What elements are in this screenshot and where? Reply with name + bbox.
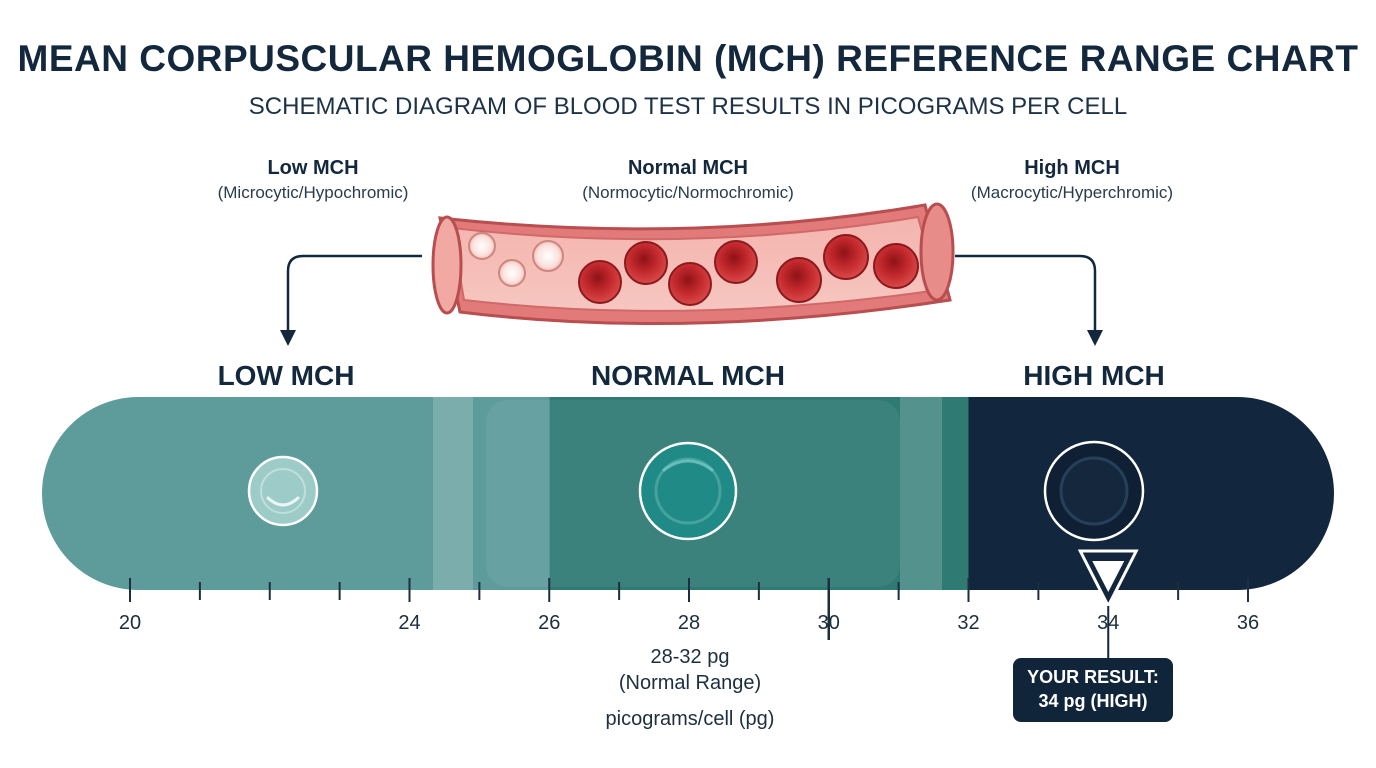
category-normal-name: Normal MCH [627,157,748,179]
tick-label: 34 [1097,612,1120,634]
category-low: Low MCH (Microcytic/Hypochromic) [143,157,483,203]
result-callout-value: 34 pg (HIGH) [1038,691,1148,711]
category-high-name: High MCH [1024,157,1120,179]
zone-normal-mch [549,397,969,590]
scale-ticks [129,578,1249,640]
result-pointer-inner [1092,561,1125,592]
result-callout: YOUR RESULT: 34 pg (HIGH) [1013,658,1173,722]
page-title: MEAN CORPUSCULAR HEMOGLOBIN (MCH) REFERE… [17,38,1359,79]
tick-label: 20 [118,612,142,634]
category-high-desc: (Macrocytic/Hyperchromic) [970,183,1174,202]
red-blood-cell-icon [1043,440,1145,542]
tick-label: 30 [817,612,840,634]
normal-range-note: 28-32 pg (Normal Range) [540,644,840,696]
tick-label: 26 [538,612,561,634]
normal-range-value: 28-32 pg [650,646,730,668]
tick-label: 28 [677,612,701,634]
red-blood-cell-icon [468,232,919,306]
red-blood-cell-icon [247,455,319,527]
category-low-name: Low MCH [267,157,359,179]
zone-title-low: LOW MCH [217,360,355,391]
zone-transition [433,397,473,590]
result-callout-title: YOUR RESULT: [1027,667,1159,687]
zone-title-normal: NORMAL MCH [591,360,785,391]
page-subtitle: SCHEMATIC DIAGRAM OF BLOOD TEST RESULTS … [248,93,1128,120]
zone-title-high: HIGH MCH [1023,360,1165,391]
category-normal-desc: (Normocytic/Normochromic) [582,183,794,202]
tick-label: 24 [398,612,421,634]
category-low-desc: (Microcytic/Hypochromic) [217,183,409,202]
unit-label: picograms/cell (pg) [605,708,775,730]
normal-range-caption: (Normal Range) [618,672,762,694]
result-marker-icon [1077,549,1139,660]
red-blood-cell-icon [638,441,738,541]
zone-transition [900,397,942,590]
arrow-down-icon [955,254,1103,346]
range-bar [42,397,1334,590]
tick-label: 32 [957,612,980,634]
arrow-down-icon [280,254,422,346]
category-normal: Normal MCH (Normocytic/Normochromic) [518,157,858,203]
zone-high-mch [968,397,1334,590]
tick-label: 36 [1236,612,1260,634]
category-high: High MCH (Macrocytic/Hyperchromic) [902,157,1242,203]
